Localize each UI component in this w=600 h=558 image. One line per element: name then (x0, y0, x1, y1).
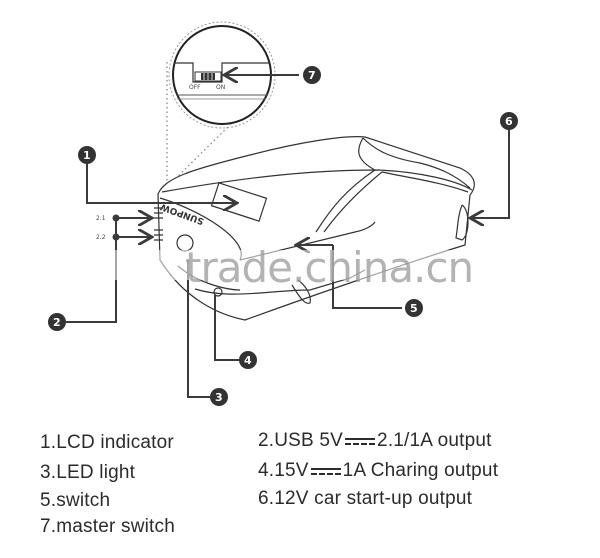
legend-item-7: 7.master switch (40, 516, 175, 537)
callout-7: 7 (303, 66, 321, 84)
port-label-2-1: 2.1 (96, 215, 106, 222)
legend-item-5: 5.switch (40, 490, 111, 511)
svg-text:2: 2 (53, 316, 61, 329)
callout-4: 4 (239, 351, 257, 369)
svg-text:5: 5 (410, 302, 418, 315)
callout-6: 6 (500, 112, 518, 130)
callout-3: 3 (210, 388, 228, 406)
dc-symbol-icon (310, 466, 341, 476)
callout-1: 1 (78, 146, 96, 164)
legend-item-1: 1.LCD indicator (40, 432, 174, 453)
legend-item-3: 3.LED light (40, 462, 136, 483)
callout-5: 5 (405, 299, 423, 317)
svg-text:7: 7 (308, 69, 316, 82)
power-bank-device (154, 136, 475, 321)
master-switch-icon (194, 71, 222, 82)
switch-on-label: ON (216, 84, 225, 91)
watermark: trade.china.cn (185, 243, 473, 292)
port-label-2-2: 2.2 (96, 234, 106, 241)
svg-text:1: 1 (83, 149, 91, 162)
lcd-screen (210, 182, 268, 222)
switch-off-label: OFF (189, 84, 201, 91)
callout-2: 2 (48, 313, 66, 331)
dc-symbol-icon (345, 436, 376, 446)
svg-text:4: 4 (244, 354, 252, 367)
svg-text:3: 3 (215, 391, 223, 404)
device-diagram: OFF ON SUNPOW (48, 21, 518, 406)
svg-text:6: 6 (505, 115, 513, 128)
legend-item-6: 6.12V car start-up output (258, 488, 473, 509)
